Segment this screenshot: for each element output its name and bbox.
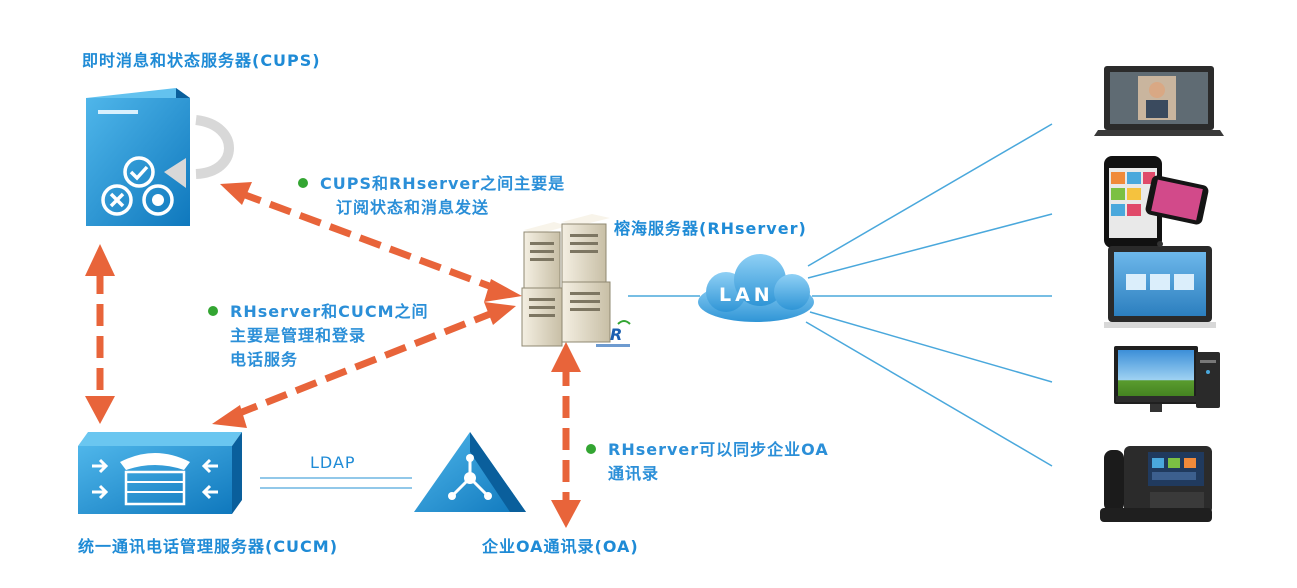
ldap-link	[260, 477, 412, 489]
rhserver-label: 榕海服务器(RHserver)	[614, 219, 807, 238]
smartphone-icon	[1104, 156, 1209, 248]
arrow-head	[551, 342, 581, 372]
ip-phone-icon	[1100, 446, 1212, 522]
bullet-icon	[298, 178, 308, 188]
note-line: RHserver可以同步企业OA	[608, 440, 829, 459]
note-cups-rhserver: CUPS和RHserver之间主要是 订阅状态和消息发送	[298, 172, 565, 220]
note-line: CUPS和RHserver之间主要是	[320, 174, 566, 193]
arrow-head	[551, 500, 581, 528]
arrow-rh-cucm	[230, 308, 497, 420]
note-rhserver-cucm: RHserver和CUCM之间 主要是管理和登录 电话服务	[208, 300, 429, 372]
note-line: 电话服务	[230, 350, 299, 369]
arrow-head	[85, 396, 115, 424]
note-line: 订阅状态和消息发送	[336, 198, 490, 217]
oa-directory-icon	[414, 432, 526, 512]
network-lines	[628, 123, 1053, 467]
arrow-head	[484, 279, 522, 302]
lan-label: LAN	[719, 284, 774, 306]
video-phone-icon	[1104, 241, 1216, 328]
arrow-head	[484, 302, 516, 325]
cucm-icon	[78, 432, 242, 514]
arrow-head	[220, 182, 252, 205]
connection-arrows	[96, 189, 570, 508]
laptop-icon	[1094, 66, 1224, 136]
note-line: RHserver和CUCM之间	[230, 302, 429, 321]
rhserver-logo: R	[610, 325, 622, 344]
note-rhserver-oa: RHserver可以同步企业OA 通讯录	[586, 438, 829, 486]
arrow-head	[85, 244, 115, 276]
cucm-label: 统一通讯电话管理服务器(CUCM)	[78, 537, 339, 556]
arrow-heads	[85, 182, 581, 528]
note-line: 通讯录	[608, 464, 660, 483]
arrow-head	[212, 405, 247, 428]
lan-cloud-icon	[698, 254, 814, 322]
arrow-cups-rh	[238, 189, 502, 294]
oa-label: 企业OA通讯录(OA)	[482, 537, 639, 556]
note-line: 主要是管理和登录	[230, 326, 367, 345]
ldap-label: LDAP	[310, 453, 356, 472]
bullet-icon	[586, 444, 596, 454]
desktop-pc-icon	[1114, 346, 1220, 412]
bullet-icon	[208, 306, 218, 316]
rhserver-icon: R	[521, 214, 631, 347]
cups-server-icon	[86, 88, 234, 226]
cups-label: 即时消息和状态服务器(CUPS)	[82, 51, 321, 70]
